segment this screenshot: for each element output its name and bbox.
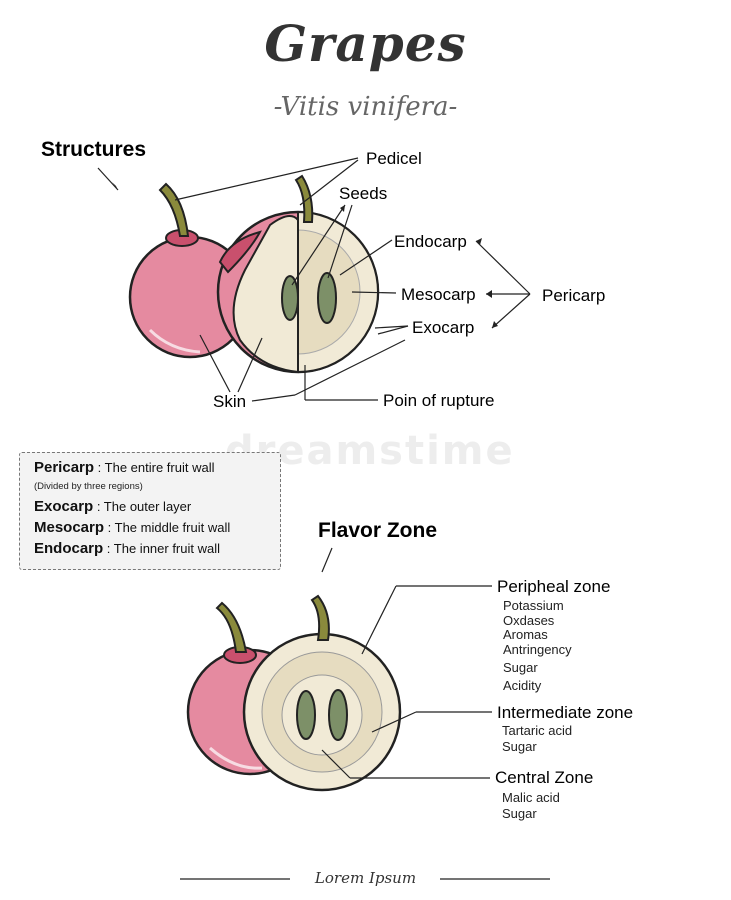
zone-peripheral-name: Peripheal zone <box>497 577 611 596</box>
legend-desc: : The middle fruit wall <box>104 520 231 535</box>
legend-box: Pericarp : The entire fruit wall (Divide… <box>19 452 281 570</box>
label-point-of-rupture: Poin of rupture <box>383 391 495 410</box>
zone-intermediate-items: Tartaric acid Sugar <box>502 723 572 754</box>
legend-term: Pericarp <box>34 459 95 476</box>
label-seeds: Seeds <box>339 184 388 203</box>
cut-grape-bottom <box>242 594 402 792</box>
page-title: Grapes <box>264 14 467 73</box>
zone-item: Acidity <box>503 678 542 693</box>
zone-intermediate-name: Intermediate zone <box>497 703 634 722</box>
zone-peripheral-items: Potassium Oxdases Aromas Antringency Sug… <box>503 598 572 693</box>
legend-row-exocarp: Exocarp : The outer layer <box>34 498 191 515</box>
flavor-heading: Flavor Zone <box>318 519 438 542</box>
legend-term: Mesocarp <box>34 519 105 536</box>
flavor-leaders <box>321 547 492 779</box>
cut-grape-top <box>216 174 380 374</box>
footer-text: Lorem Ipsum <box>314 869 417 887</box>
label-endocarp: Endocarp <box>394 232 467 251</box>
zone-item: Potassium <box>503 598 564 613</box>
label-mesocarp: Mesocarp <box>401 285 476 304</box>
legend-note: (Divided by three regions) <box>34 481 143 492</box>
structures-heading: Structures <box>41 138 147 161</box>
zone-central-items: Malic acid Sugar <box>502 790 560 821</box>
legend-desc: : The outer layer <box>93 499 192 514</box>
zone-central-name: Central Zone <box>495 768 594 787</box>
legend-row-pericarp: Pericarp : The entire fruit wall <box>34 459 214 476</box>
zone-item: Sugar <box>502 806 537 821</box>
zone-item: Sugar <box>503 660 538 675</box>
zone-item: Antringency <box>503 642 572 657</box>
label-pericarp: Pericarp <box>542 286 606 305</box>
label-pedicel: Pedicel <box>366 149 422 168</box>
legend-desc: : The entire fruit wall <box>94 460 215 475</box>
label-exocarp: Exocarp <box>412 318 475 337</box>
zone-item: Aromas <box>503 627 548 642</box>
zone-item: Malic acid <box>502 790 560 805</box>
legend-row-mesocarp: Mesocarp : The middle fruit wall <box>34 519 230 536</box>
legend-term: Exocarp <box>34 498 94 515</box>
zone-item: Oxdases <box>503 613 555 628</box>
legend-term: Endocarp <box>34 540 104 557</box>
legend-row-endocarp: Endocarp : The inner fruit wall <box>34 540 220 557</box>
structures-arrowheads <box>112 182 498 328</box>
legend-desc: : The inner fruit wall <box>103 541 220 556</box>
label-skin: Skin <box>213 392 247 411</box>
zone-item: Tartaric acid <box>502 723 573 738</box>
zone-item: Sugar <box>502 739 537 754</box>
structures-leaders <box>97 157 531 402</box>
page-subtitle: -Vitis vinifera- <box>273 92 458 122</box>
